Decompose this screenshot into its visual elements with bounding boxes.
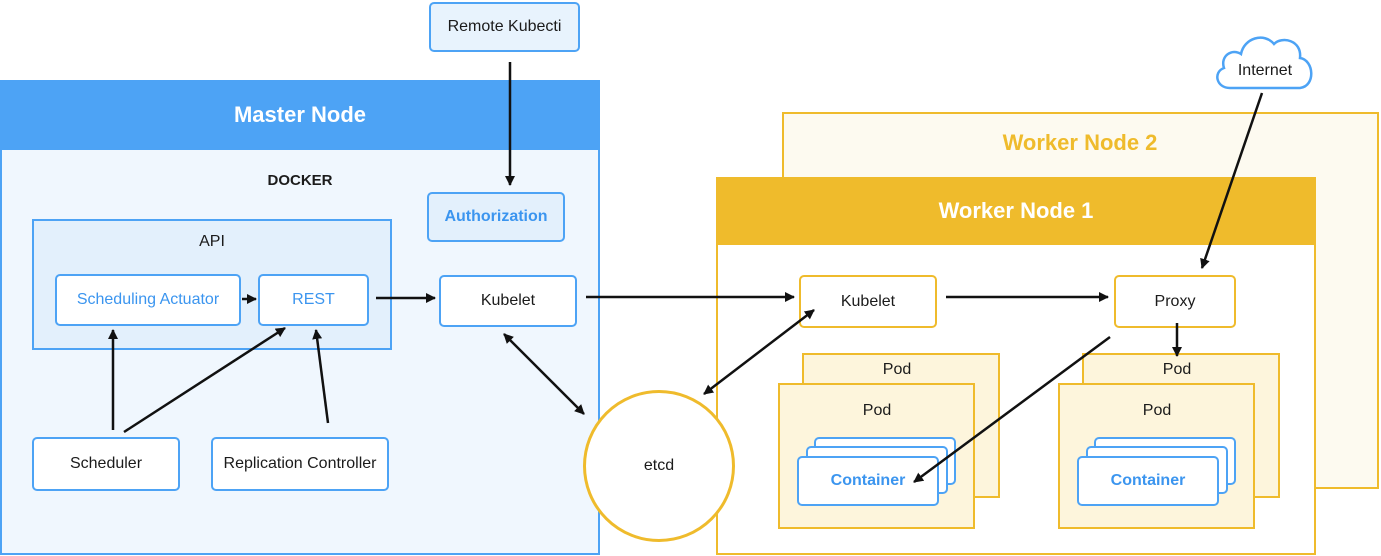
authorization-box: Authorization <box>427 192 565 242</box>
remote-kubectl-label: Remote Kubecti <box>447 18 562 35</box>
replication-controller-box: Replication Controller <box>211 437 389 491</box>
scheduling-actuator-box: Scheduling Actuator <box>55 274 241 326</box>
scheduler-box: Scheduler <box>32 437 180 491</box>
internet-label: Internet <box>1237 62 1293 79</box>
rest-box: REST <box>258 274 369 326</box>
scheduler-label: Scheduler <box>69 455 143 472</box>
etcd-circle: etcd <box>583 390 735 542</box>
authorization-label: Authorization <box>444 208 548 225</box>
worker-node-1-header: Worker Node 1 <box>716 177 1316 245</box>
internet-cloud-icon <box>1216 36 1313 90</box>
container-right-label: Container <box>1110 472 1186 489</box>
arrow-replication-to-rest <box>312 329 330 424</box>
master-kubelet-box: Kubelet <box>439 275 577 327</box>
rest-label: REST <box>292 291 335 308</box>
worker-node-1-title: Worker Node 1 <box>938 198 1094 223</box>
worker-node-2-title: Worker Node 2 <box>1002 130 1158 155</box>
pod-back-right-label: Pod <box>1162 361 1192 378</box>
replication-controller-label: Replication Controller <box>223 455 377 472</box>
master-kubelet-label: Kubelet <box>480 292 536 309</box>
remote-kubectl-box: Remote Kubecti <box>429 2 580 52</box>
etcd-label: etcd <box>643 457 675 474</box>
arrow-etcd-worker-kubelet <box>703 309 815 395</box>
arrow-internet-to-proxy <box>1200 92 1264 269</box>
pod-front-right-label: Pod <box>1142 402 1172 419</box>
master-node-header: Master Node <box>0 80 600 150</box>
worker-kubelet-label: Kubelet <box>840 292 896 310</box>
docker-label: DOCKER <box>267 172 333 189</box>
api-label: API <box>199 233 225 250</box>
pod-back-left-label: Pod <box>882 361 912 378</box>
scheduling-actuator-label: Scheduling Actuator <box>76 291 220 308</box>
arrow-scheduler-to-rest <box>123 326 286 434</box>
pod-front-left-label: Pod <box>862 402 892 419</box>
arrow-kubelet-etcd <box>503 333 585 415</box>
proxy-label: Proxy <box>1154 292 1196 310</box>
arrow-proxy-to-container <box>913 335 1111 484</box>
container-right-box: Container <box>1077 456 1219 506</box>
master-node-title: Master Node <box>233 102 367 127</box>
proxy-box: Proxy <box>1114 275 1236 328</box>
worker-kubelet-box: Kubelet <box>799 275 937 328</box>
container-left-label: Container <box>830 472 906 489</box>
